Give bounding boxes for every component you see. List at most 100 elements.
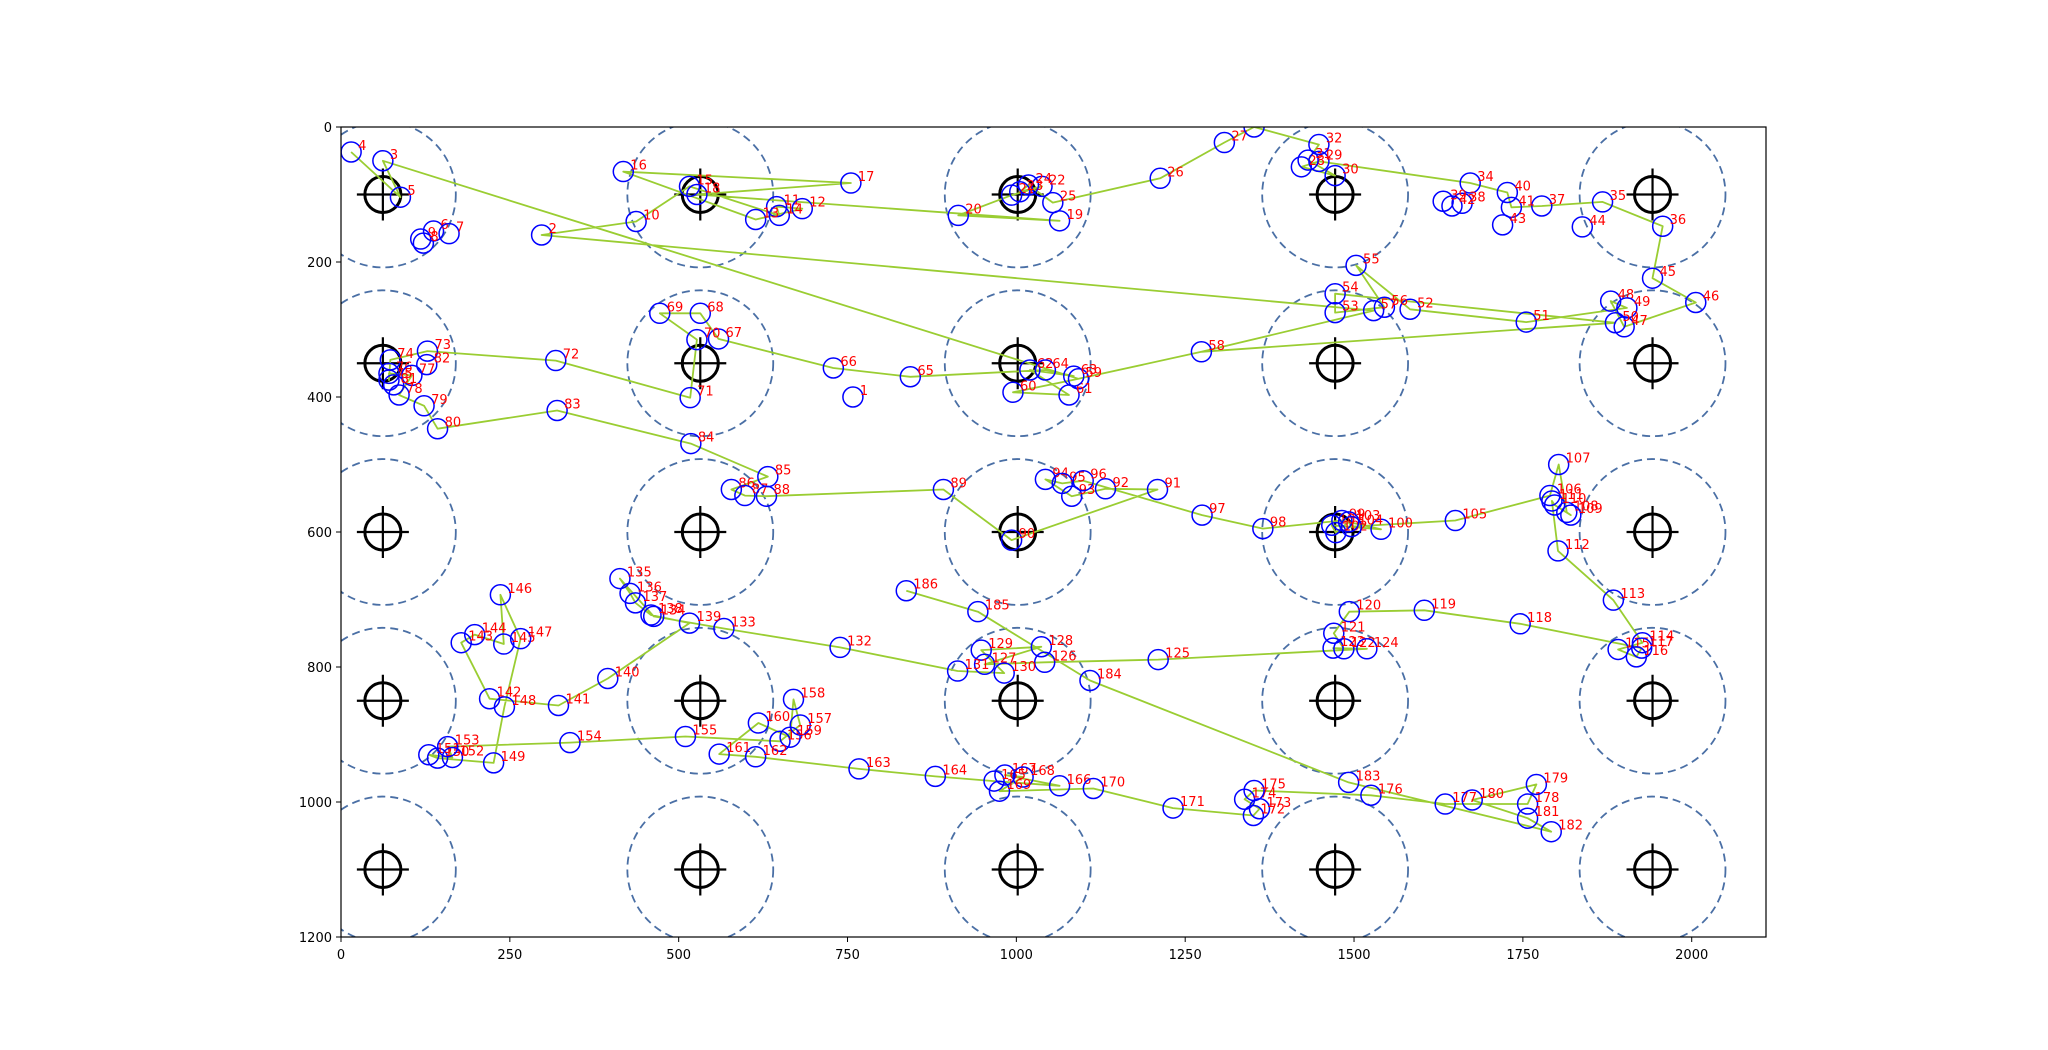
data-point: [1094, 478, 1117, 500]
data-point-label: 59: [1085, 366, 1102, 381]
data-point: [1079, 669, 1101, 692]
data-point-label: 64: [1052, 357, 1069, 372]
data-point-label: 30: [1342, 163, 1359, 178]
data-point: [1252, 517, 1274, 540]
data-point: [409, 228, 432, 250]
x-tick-label: 0: [337, 948, 345, 963]
data-point: [1459, 172, 1481, 194]
target-range-circle: [1578, 458, 1727, 606]
data-point-label: 69: [667, 300, 684, 315]
data-point: [609, 567, 631, 590]
data-point-label: 175: [1261, 778, 1286, 793]
data-point: [372, 150, 394, 172]
data-point-label: 60: [1020, 379, 1037, 394]
data-point: [1516, 793, 1539, 815]
target-range-circle: [1578, 626, 1727, 775]
data-point: [450, 631, 472, 654]
data-point: [547, 694, 570, 717]
data-point: [1515, 311, 1537, 333]
data-point: [1373, 296, 1396, 318]
data-point: [545, 349, 567, 372]
data-point: [416, 340, 439, 362]
data-point: [1631, 631, 1654, 654]
data-point: [597, 667, 619, 690]
data-point-label: 33: [1261, 114, 1278, 129]
data-point: [401, 364, 423, 387]
data-point-label: 4: [358, 139, 366, 154]
data-point-label: 110: [1562, 492, 1587, 507]
target-marker: [341, 458, 457, 606]
data-point-label: 38: [1469, 190, 1486, 205]
data-point: [388, 384, 410, 406]
data-point: [493, 696, 516, 718]
data-point: [1308, 133, 1330, 156]
data-point-label: 52: [1417, 296, 1434, 311]
target-range-circle: [1578, 795, 1727, 937]
data-point: [765, 195, 788, 218]
route-line: [350, 127, 1697, 833]
data-point-label: 132: [847, 634, 872, 649]
data-point-label: 155: [692, 724, 717, 739]
data-point: [1599, 290, 1622, 312]
data-point-label: 149: [501, 750, 526, 765]
data-point-label: 180: [1479, 787, 1504, 802]
data-point-label: 130: [1011, 660, 1036, 675]
data-point: [1496, 181, 1519, 204]
data-point-label: 79: [431, 393, 448, 408]
data-point: [680, 432, 702, 455]
data-point-label: 41: [1518, 194, 1535, 209]
target-range-circle: [626, 458, 775, 606]
data-point-label: 133: [731, 616, 756, 631]
data-point-label: 54: [1342, 281, 1359, 296]
data-point-label: 141: [565, 692, 590, 707]
data-point: [993, 662, 1015, 684]
target-marker: [943, 795, 1092, 937]
data-point-label: 184: [1097, 668, 1122, 683]
data-point: [482, 752, 505, 774]
data-point: [1243, 779, 1265, 802]
data-point: [1002, 381, 1024, 404]
target-range-circle: [1261, 626, 1409, 775]
y-tick-label: 600: [307, 526, 332, 541]
data-point: [509, 627, 532, 650]
data-point-label: 39: [1450, 188, 1467, 203]
data-point-label: 83: [564, 398, 581, 413]
target-marker: [943, 289, 1092, 438]
data-point: [720, 478, 743, 501]
data-point-label: 112: [1565, 538, 1590, 553]
data-point: [1323, 622, 1345, 644]
data-point-label: 177: [1452, 791, 1477, 806]
data-point-label: 67: [726, 326, 743, 341]
data-point: [1434, 793, 1456, 815]
data-point: [640, 604, 662, 626]
x-tick-label: 500: [666, 948, 691, 963]
target-range-circle: [1261, 795, 1409, 937]
data-point-label: 40: [1514, 179, 1531, 194]
data-point-label: 55: [1363, 252, 1380, 267]
target-marker: [1261, 289, 1409, 438]
data-point: [708, 743, 730, 765]
target-range-circle: [341, 626, 457, 775]
data-point: [1324, 164, 1346, 187]
data-point-label: 75: [396, 367, 413, 382]
data-point-label: 9: [428, 226, 436, 241]
target-marker: [626, 795, 775, 937]
data-point: [1630, 637, 1653, 659]
data-point: [1360, 784, 1382, 806]
target-range-circle: [626, 626, 775, 775]
target-marker: [626, 289, 775, 438]
data-point-label: 16: [630, 159, 647, 174]
y-tick-label: 400: [307, 391, 332, 406]
data-point-label: 12: [809, 196, 826, 211]
data-point: [1441, 195, 1463, 217]
data-point-label: 50: [1622, 310, 1639, 325]
data-point: [707, 328, 730, 350]
data-point-label: 88: [773, 483, 790, 498]
data-point-label: 63: [1081, 363, 1098, 378]
y-tick-label: 1000: [299, 796, 332, 811]
data-point: [734, 484, 756, 507]
data-point-label: 120: [1356, 599, 1381, 614]
data-point-label: 100: [1388, 516, 1413, 531]
data-point: [1337, 771, 1360, 794]
